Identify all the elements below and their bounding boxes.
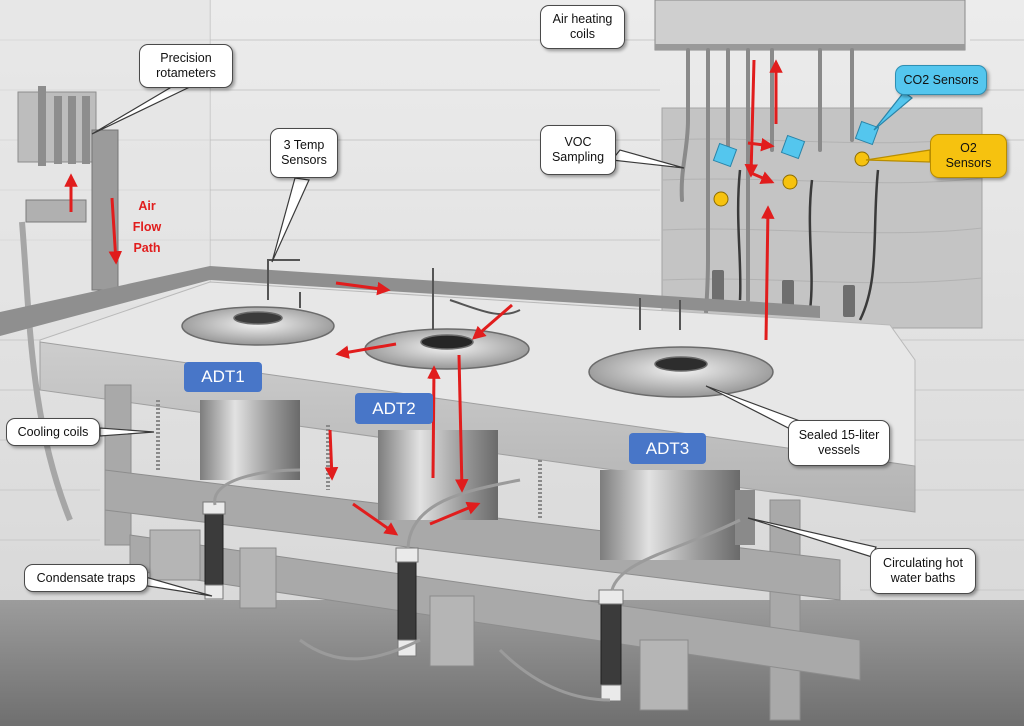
co2-marker-2: [780, 134, 806, 160]
callout-sealed-vessels: Sealed 15-liter vessels: [788, 420, 890, 466]
wall-ledge: [0, 266, 820, 336]
flow-arrow: [750, 171, 775, 184]
flow-arrow: [747, 137, 775, 152]
o2-marker-2: [782, 174, 798, 190]
callout-air-heating-coils: Air heating coils: [540, 5, 625, 49]
flow-arrow: [429, 501, 481, 526]
callout-co2-sensors: CO2 Sensors: [895, 65, 987, 95]
flow-arrow: [427, 365, 441, 479]
callout-voc-sampling: VOC Sampling: [540, 125, 616, 175]
flow-arrow: [455, 354, 469, 493]
o2-marker-1: [713, 191, 729, 207]
unit-tag-adt3: ADT3: [629, 433, 706, 464]
heating-coil-housing: [654, 0, 966, 51]
o2-marker-3: [854, 151, 870, 167]
flow-arrow: [335, 281, 391, 296]
flow-label-line1: Air: [138, 199, 156, 213]
co2-marker-1: [712, 142, 738, 168]
callout-cooling-coils: Cooling coils: [6, 418, 100, 446]
flow-arrow: [335, 342, 397, 359]
vessel-lids: [181, 306, 774, 398]
callout-o2-sensors: O2 Sensors: [930, 134, 1007, 178]
flow-arrow: [471, 303, 513, 340]
flow-arrows: [64, 59, 783, 536]
air-flow-path-label: Air Flow Path: [117, 196, 177, 259]
flow-arrow: [324, 429, 339, 481]
co2-marker-3: [854, 120, 880, 146]
co2-sensor-markers: [712, 120, 880, 168]
cooling-coil-springs: [156, 400, 542, 520]
unit-tag-adt1: ADT1: [184, 362, 262, 392]
flow-arrow: [744, 59, 759, 178]
callout-circulating-baths: Circulating hot water baths: [870, 548, 976, 594]
flow-arrow: [761, 205, 775, 341]
callout-condensate-traps: Condensate traps: [24, 564, 148, 592]
callout-precision-rotameters: Precision rotameters: [139, 44, 233, 88]
unit-tag-adt2: ADT2: [355, 393, 433, 424]
flow-label-line2: Flow: [132, 220, 162, 234]
flow-arrow: [352, 502, 399, 536]
flow-label-line3: Path: [133, 241, 161, 255]
flow-arrow: [108, 197, 123, 265]
callout-temp-sensors: 3 Temp Sensors: [270, 128, 338, 178]
o2-sensor-markers: [713, 151, 870, 207]
